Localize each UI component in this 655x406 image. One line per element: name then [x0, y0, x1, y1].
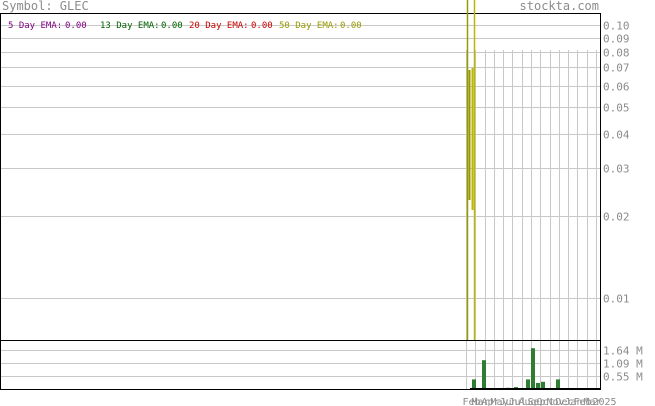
date-tick-label: Sep [528, 397, 546, 406]
volume-panel-frame [0, 340, 601, 390]
price-series [466, 0, 476, 340]
volume-grid [1, 350, 600, 377]
price-tick-label: 0.04 [603, 129, 630, 142]
date-tick-label: Dec [556, 397, 574, 406]
price-tick-label: 0.06 [603, 81, 630, 94]
volume-bar [531, 348, 535, 389]
volume-bar [482, 360, 486, 389]
legend-ema50-label: 50 Day EMA: [279, 21, 339, 31]
volume-tick-label: 0.55 M [603, 371, 643, 384]
volume-axis: 1.64 M1.09 M0.55 M [603, 345, 643, 384]
price-grid [1, 25, 600, 299]
date-axis: FebMarAprMayJunJulAugSepOctNovDecJanFebM… [463, 397, 617, 406]
price-tick-label: 0.02 [603, 211, 630, 224]
date-tick-label: Oct [537, 397, 555, 406]
volume-bar [556, 379, 560, 389]
price-tick-label: 0.01 [603, 293, 630, 306]
time-grid [466, 50, 597, 389]
volume-bar [526, 379, 530, 389]
legend-ema5-label: 5 Day EMA: [8, 21, 62, 31]
volume-bar [541, 381, 545, 389]
legend-ema20-label: 20 Day EMA: [189, 21, 249, 31]
date-tick-label: Mar [584, 397, 602, 406]
volume-tick-label: 1.64 M [603, 345, 643, 358]
date-tick-label: Mar [472, 397, 490, 406]
date-tick-label: Apr [482, 397, 500, 406]
volume-tick-label: 1.09 M [603, 358, 643, 371]
volume-bar [536, 383, 540, 389]
date-tick-label: Feb [463, 397, 481, 406]
volume-series [470, 348, 600, 389]
ema-legend: 5 Day EMA: 0.00 13 Day EMA: 0.00 20 Day … [8, 21, 362, 31]
price-tick-label: 0.03 [603, 163, 630, 176]
legend-ema13-label: 13 Day EMA: [100, 21, 160, 31]
price-tick-label: 0.09 [603, 33, 630, 46]
date-tick-label: Aug [519, 397, 537, 406]
brand-label: stockta.com [520, 0, 599, 13]
legend-ema13-value: 0.00 [161, 21, 183, 31]
date-tick-label: Nov [547, 397, 565, 406]
date-tick-label: Jun [500, 397, 518, 406]
date-tick-label: May [491, 397, 509, 406]
price-axis: 0.100.090.08 0.07 0.06 0.05 0.04 0.03 0.02 0.01 [603, 20, 630, 306]
date-tick-label: 2025 [593, 397, 617, 406]
legend-ema5-value: 0.00 [65, 21, 87, 31]
date-tick-label: Feb [574, 397, 592, 406]
date-tick-label: Jul [509, 397, 527, 406]
price-tick-label: 0.05 [603, 102, 630, 115]
legend-ema20-value: 0.00 [251, 21, 273, 31]
legend-ema50-value: 0.00 [340, 21, 362, 31]
price-tick-label: 0.08 [603, 47, 630, 60]
symbol-label: Symbol: GLEC [2, 0, 89, 13]
volume-bar [472, 379, 476, 389]
price-tick-label: 0.07 [603, 62, 630, 75]
date-tick-label: Jan [565, 397, 583, 406]
price-tick-label: 0.10 [603, 20, 630, 33]
